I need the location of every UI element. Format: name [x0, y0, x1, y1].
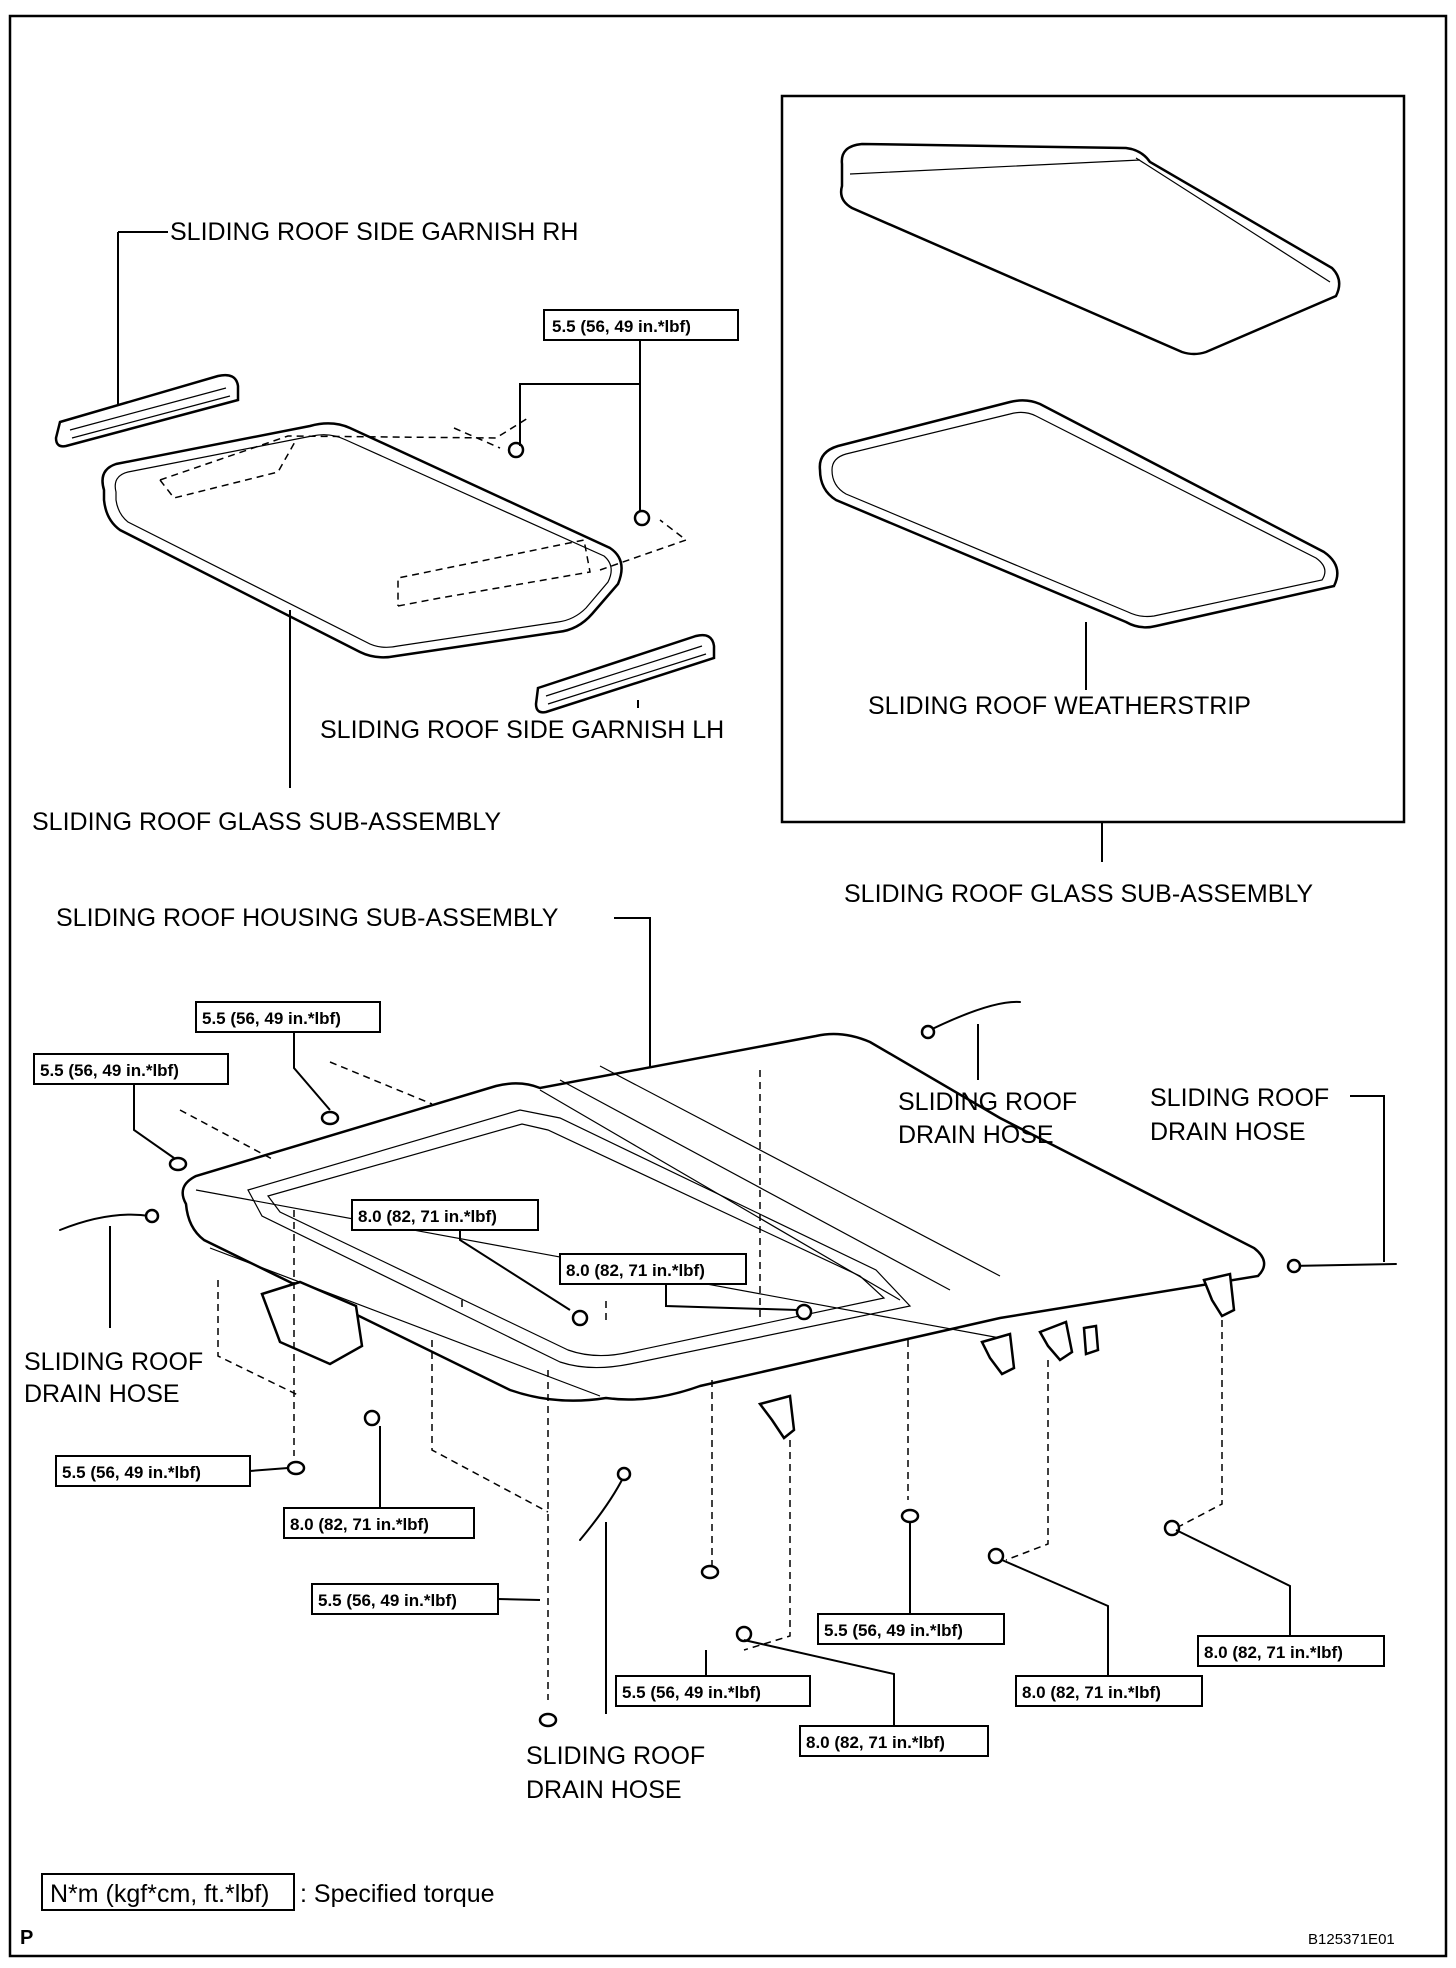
torque-label: 8.0 (82, 71 in.*lbf): [358, 1207, 497, 1226]
torque-label: 5.5 (56, 49 in.*lbf): [62, 1463, 201, 1482]
torque-label: 8.0 (82, 71 in.*lbf): [1022, 1683, 1161, 1702]
side-garnish-lh-icon: [534, 633, 716, 714]
glass-sub-assembly-label-right: SLIDING ROOF GLASS SUB-ASSEMBLY: [844, 880, 1313, 908]
page-letter: P: [20, 1927, 33, 1949]
torque-label: 5.5 (56, 49 in.*lbf): [318, 1591, 457, 1610]
legend-description: : Specified torque: [300, 1880, 495, 1908]
drain-hose-label-top-center-line1: SLIDING ROOF: [898, 1088, 1077, 1116]
drain-hose-label-right-line1: SLIDING ROOF: [1150, 1084, 1329, 1112]
housing-frame-icon: [181, 1032, 1266, 1402]
torque-label: 5.5 (56, 49 in.*lbf): [202, 1009, 341, 1028]
drain-hose-label-right-line2: DRAIN HOSE: [1150, 1118, 1306, 1146]
drain-hose-label-top-center-line2: DRAIN HOSE: [898, 1121, 1054, 1149]
inset-frame: [780, 94, 1406, 824]
bolt-icon: [363, 1303, 1181, 1643]
drain-hose-label-left-line2: DRAIN HOSE: [24, 1380, 180, 1408]
drain-hose-icon: [59, 1000, 1397, 1541]
side-garnish-lh-label: SLIDING ROOF SIDE GARNISH LH: [320, 716, 724, 744]
bracket-icon: [757, 1272, 1236, 1440]
outer-frame: [8, 14, 1448, 1958]
drain-hose-label-bottom-line2: DRAIN HOSE: [526, 1776, 682, 1804]
glass-panel-icon: [839, 142, 1341, 356]
torque-label: 8.0 (82, 71 in.*lbf): [566, 1261, 705, 1280]
torque-label: 5.5 (56, 49 in.*lbf): [824, 1621, 963, 1640]
motor-icon: [260, 1280, 364, 1366]
torque-label: 8.0 (82, 71 in.*lbf): [1204, 1643, 1343, 1662]
torque-label: 8.0 (82, 71 in.*lbf): [806, 1733, 945, 1752]
torque-label: 5.5 (56, 49 in.*lbf): [622, 1683, 761, 1702]
legend-unit-box: N*m (kgf*cm, ft.*lbf): [50, 1880, 269, 1908]
housing-sub-assembly-label: SLIDING ROOF HOUSING SUB-ASSEMBLY: [56, 904, 559, 932]
torque-label: 5.5 (56, 49 in.*lbf): [40, 1061, 179, 1080]
weatherstrip-label: SLIDING ROOF WEATHERSTRIP: [868, 692, 1251, 720]
bolt-icon: [507, 441, 651, 527]
side-garnish-rh-icon: [54, 373, 240, 448]
side-garnish-rh-label: SLIDING ROOF SIDE GARNISH RH: [170, 218, 578, 246]
torque-label: 8.0 (82, 71 in.*lbf): [290, 1515, 429, 1534]
weatherstrip-icon: [818, 399, 1339, 629]
torque-label: 5.5 (56, 49 in.*lbf): [552, 317, 691, 336]
drain-hose-label-left-line1: SLIDING ROOF: [24, 1348, 203, 1376]
glass-sub-assembly-icon: [101, 422, 623, 659]
glass-sub-assembly-label-left: SLIDING ROOF GLASS SUB-ASSEMBLY: [32, 808, 501, 836]
figure-code: B125371E01: [1308, 1931, 1395, 1948]
drain-hose-label-bottom-line1: SLIDING ROOF: [526, 1742, 705, 1770]
